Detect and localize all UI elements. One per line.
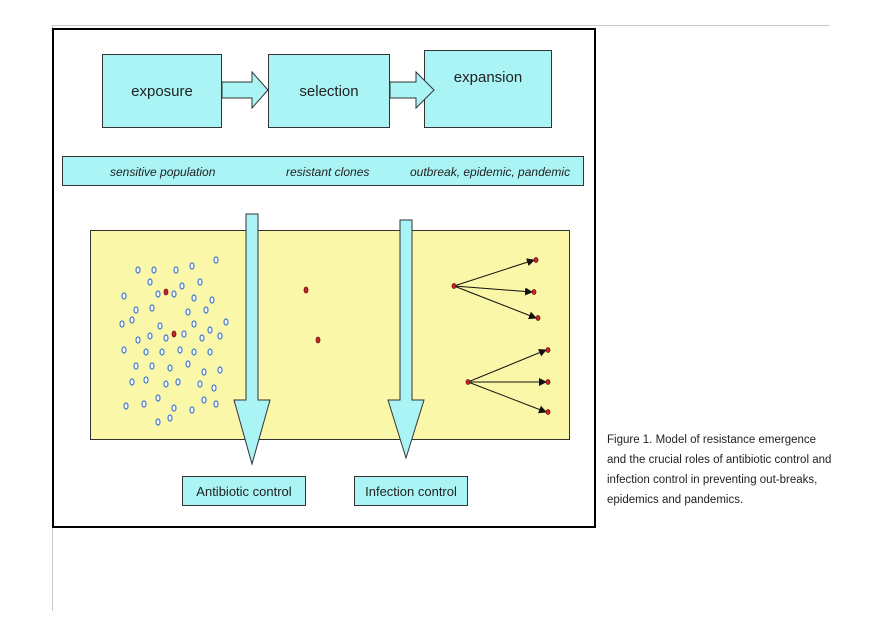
infection-control-box: Infection control (354, 476, 468, 506)
exposure-box: exposure (102, 54, 222, 128)
resistant-dots (163, 286, 321, 344)
diagram-graphics (119, 70, 551, 466)
diagram-frame: exposure selection expansion sensitive p… (52, 28, 596, 528)
sensitive-population-label: sensitive population (110, 165, 216, 179)
selection-to-expansion-arrow (389, 70, 435, 110)
expansion-box: expansion (424, 50, 552, 128)
antibiotic-control-box: Antibiotic control (182, 476, 306, 506)
exposure-label: exposure (131, 82, 193, 100)
antibiotic-control-label: Antibiotic control (196, 483, 292, 499)
exposure-to-selection-arrow (221, 70, 269, 110)
population-panel (90, 230, 570, 440)
resistant-clones-label: resistant clones (286, 165, 370, 179)
expansion-dots (451, 257, 551, 415)
selection-box: selection (268, 54, 390, 128)
page-top-rule (52, 25, 830, 26)
sensitive-population-dots (119, 256, 229, 426)
infection-control-label: Infection control (365, 483, 457, 499)
expansion-label: expansion (453, 69, 523, 86)
figure-caption: Figure 1. Model of resistance emergence … (607, 434, 832, 506)
expansion-arrows-lower (467, 348, 547, 414)
outbreak-label: outbreak, epidemic, pandemic (410, 165, 571, 179)
infection-down-arrow (387, 219, 425, 460)
population-band (62, 156, 584, 186)
expansion-arrows-upper (453, 258, 537, 320)
antibiotic-down-arrow (233, 213, 271, 466)
selection-label: selection (299, 82, 359, 100)
